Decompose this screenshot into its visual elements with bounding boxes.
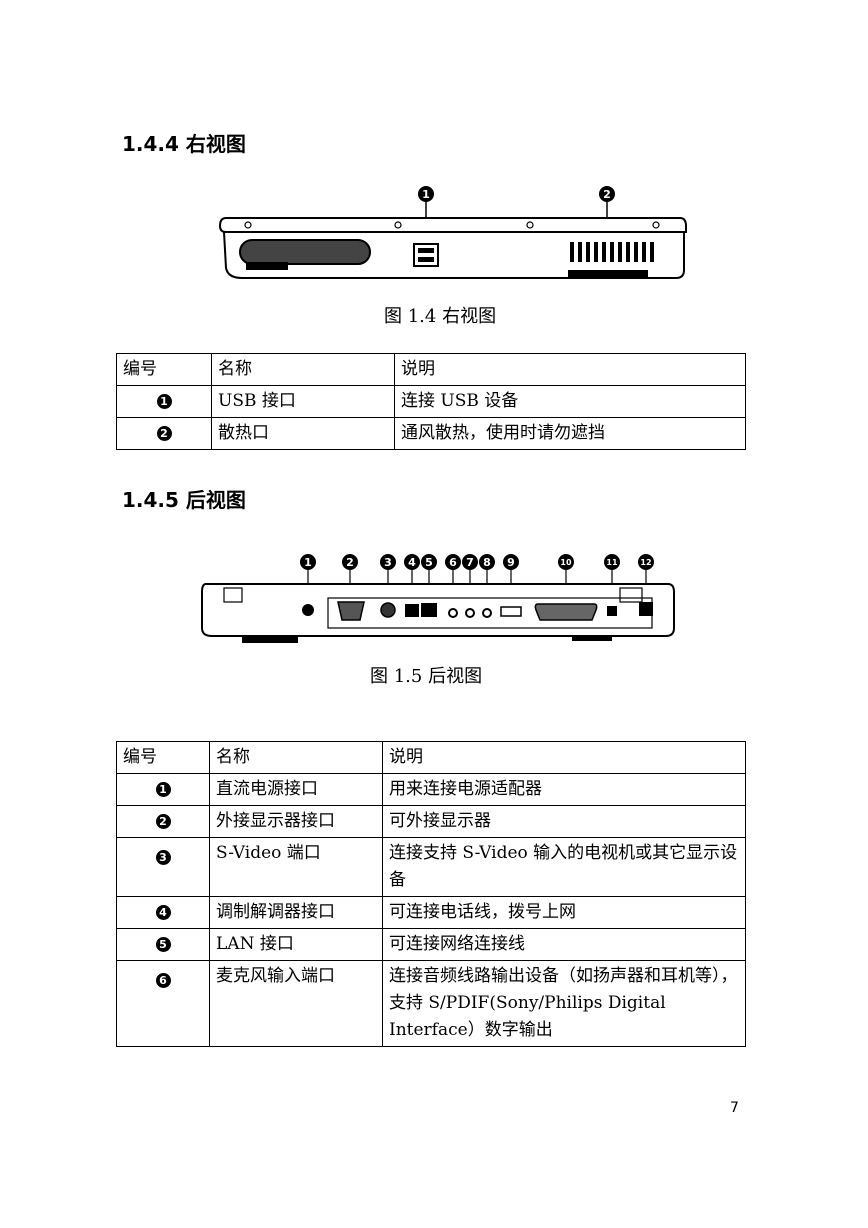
svg-text:12: 12: [640, 558, 651, 567]
usb-port-rear: [500, 606, 522, 617]
header-cell: 名称: [209, 741, 383, 774]
desc-cell: 可连接网络连接线: [382, 928, 746, 961]
vga-port: [337, 601, 365, 621]
svg-text:3: 3: [384, 556, 392, 569]
name-cell: S-Video 端口: [209, 837, 383, 897]
name-cell: 散热口: [211, 417, 395, 450]
name-cell: 调制解调器接口: [209, 896, 383, 929]
desc-cell: 连接 USB 设备: [394, 385, 746, 418]
figure-caption-right-view: 图 1.4 右视图: [384, 306, 497, 327]
svg-text:6: 6: [449, 556, 457, 569]
foot-left: [246, 262, 288, 270]
svg-text:1: 1: [304, 556, 312, 569]
number-badge: 4: [155, 905, 171, 920]
ieee1394-port: [607, 606, 617, 616]
table-header-row: 编号 名称 说明: [116, 353, 746, 386]
table-row: 6 麦克风输入端口 连接音频线路输出设备（如扬声器和耳机等），支持 S/PDIF…: [116, 960, 746, 1047]
name-cell: LAN 接口: [209, 928, 383, 961]
header-cell: 编号: [116, 353, 212, 386]
desc-cell: 用来连接电源适配器: [382, 773, 746, 806]
rear-foot-left: [242, 636, 298, 643]
rear-view-figure: 1 2 3 4 5 6 7 8 9 10 11 12: [201, 554, 675, 643]
svg-text:4: 4: [408, 556, 416, 569]
header-cell: 说明: [382, 741, 746, 774]
rear-foot-right: [572, 636, 612, 641]
number-badge: 1: [155, 782, 171, 797]
page-number: 7: [730, 1100, 739, 1116]
svg-text:2: 2: [603, 188, 611, 201]
audio-jack-3: [482, 608, 492, 618]
desc-cell: 可外接显示器: [382, 805, 746, 838]
table-header-row: 编号 名称 说明: [116, 741, 746, 774]
right-view-figure: 1 2: [218, 186, 687, 279]
table-row: 5 LAN 接口 可连接网络连接线: [116, 928, 746, 961]
vent-slots: [570, 242, 654, 262]
name-cell: USB 接口: [211, 385, 395, 418]
svg-text:2: 2: [346, 556, 354, 569]
section-heading-rear-view: 1.4.5 后视图: [122, 488, 246, 512]
table-row: 1 USB 接口 连接 USB 设备: [116, 385, 746, 418]
table-row: 2 散热口 通风散热，使用时请勿遮挡: [116, 417, 746, 450]
number-badge: 3: [155, 850, 171, 865]
audio-jack-2: [465, 608, 475, 618]
table-row: 1 直流电源接口 用来连接电源适配器: [116, 773, 746, 806]
lan-port: [421, 603, 437, 617]
dc-power-jack: [302, 604, 314, 616]
svg-text:1: 1: [422, 188, 430, 201]
s-video-port: [380, 602, 396, 618]
table-row: 4 调制解调器接口 可连接电话线，拨号上网: [116, 896, 746, 929]
table-row: 3 S-Video 端口 连接支持 S-Video 输入的电视机或其它显示设备: [116, 837, 746, 897]
number-badge: 6: [155, 973, 171, 988]
parallel-port: [534, 603, 598, 621]
usb-port: [413, 243, 439, 267]
svg-text:5: 5: [425, 556, 433, 569]
number-badge: 2: [156, 426, 172, 441]
speaker-grille: [239, 239, 371, 265]
svg-text:11: 11: [606, 558, 618, 567]
svg-text:7: 7: [466, 556, 474, 569]
header-cell: 名称: [211, 353, 395, 386]
svg-text:9: 9: [507, 556, 515, 569]
desc-cell: 连接支持 S-Video 输入的电视机或其它显示设备: [382, 837, 746, 897]
svg-text:8: 8: [483, 556, 491, 569]
desc-cell: 通风散热，使用时请勿遮挡: [394, 417, 746, 450]
table-row: 2 外接显示器接口 可外接显示器: [116, 805, 746, 838]
number-badge: 2: [155, 814, 171, 829]
rear-port-12: [639, 602, 653, 616]
figure-caption-rear-view: 图 1.5 后视图: [370, 666, 483, 687]
desc-cell: 连接音频线路输出设备（如扬声器和耳机等），支持 S/PDIF(Sony/Phil…: [382, 960, 746, 1047]
name-cell: 直流电源接口: [209, 773, 383, 806]
name-cell: 外接显示器接口: [209, 805, 383, 838]
right-view-table: 编号 名称 说明 1 USB 接口 连接 USB 设备 2 散热口 通风散热，使…: [116, 353, 746, 450]
rear-view-table: 编号 名称 说明 1 直流电源接口 用来连接电源适配器 2 外接显示器接口 可外…: [116, 741, 746, 1047]
section-heading-right-view: 1.4.4 右视图: [122, 132, 246, 156]
header-cell: 编号: [116, 741, 210, 774]
name-cell: 麦克风输入端口: [209, 960, 383, 1047]
number-badge: 1: [156, 394, 172, 409]
modem-port: [405, 604, 419, 617]
number-badge: 5: [155, 937, 171, 952]
desc-cell: 可连接电话线，拨号上网: [382, 896, 746, 929]
svg-text:10: 10: [560, 558, 572, 567]
header-cell: 说明: [394, 353, 746, 386]
foot-right: [568, 270, 648, 278]
audio-jack-1: [448, 608, 458, 618]
laptop-rear-outline: [201, 583, 675, 637]
